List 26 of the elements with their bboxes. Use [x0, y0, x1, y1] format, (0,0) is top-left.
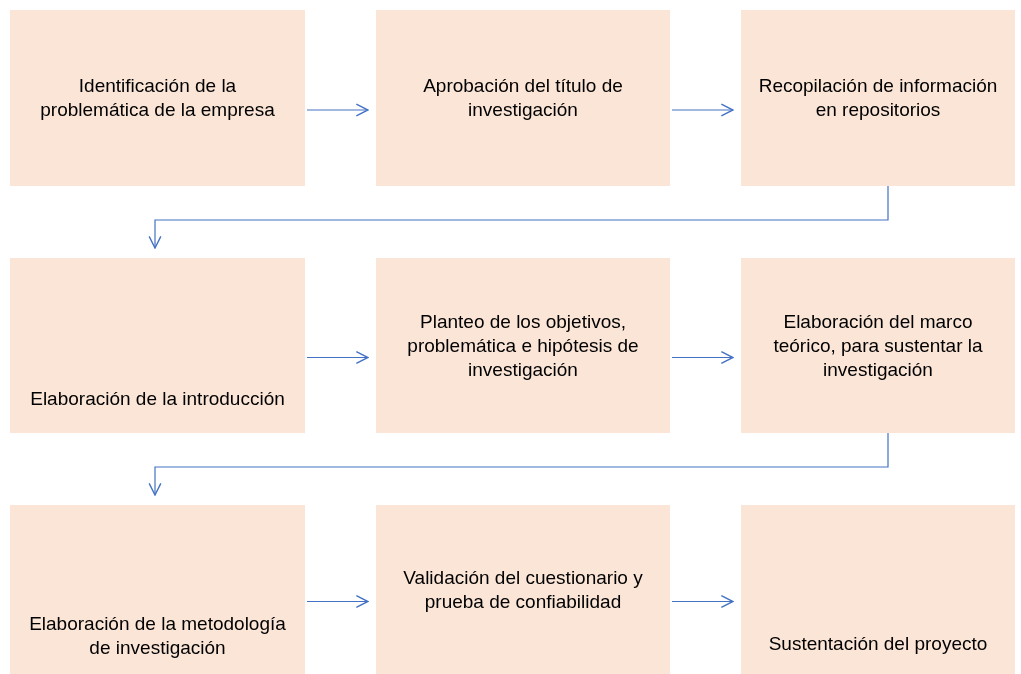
- process-box: [741, 258, 1015, 433]
- step-text: Sustentación del proyecto: [768, 632, 988, 656]
- process-box: [10, 10, 305, 186]
- process-box: [10, 258, 305, 433]
- process-box: [376, 258, 670, 433]
- arrow: [671, 594, 734, 609]
- step-text: Elaboración de la introducción: [30, 387, 285, 411]
- step-text: Identificación de la problemática de la empresa: [39, 74, 276, 122]
- arrow: [306, 350, 369, 365]
- arrow: [148, 432, 889, 496]
- process-box: [741, 10, 1015, 186]
- step-text: Elaboración del marco teórico, para sustentar la investigación: [772, 309, 984, 382]
- step-text: Aprobación del título de investigación: [422, 74, 624, 122]
- arrow: [671, 350, 734, 365]
- arrow: [671, 103, 734, 117]
- step-text: Recopilación de información en repositorios: [757, 74, 999, 122]
- process-box: [376, 505, 670, 674]
- process-box: [10, 505, 305, 674]
- arrow: [148, 185, 889, 249]
- step-text: Planteo de los objetivos, problemática e hipótesis de investigación: [406, 309, 640, 382]
- step-text: Elaboración de la metodología de investigación: [28, 612, 287, 660]
- arrow: [306, 594, 369, 609]
- arrow: [306, 103, 369, 117]
- process-box: [741, 505, 1015, 674]
- step-text: Validación del cuestionario y prueba de confiabilidad: [402, 565, 644, 614]
- process-box: [376, 10, 670, 186]
